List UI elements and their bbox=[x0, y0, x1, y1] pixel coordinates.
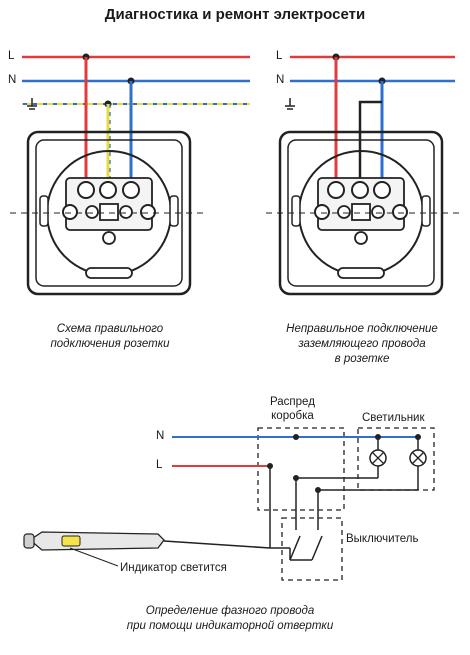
indicator-label: Индикатор светится bbox=[120, 562, 227, 574]
circuit-neutral-label: N bbox=[156, 430, 165, 442]
lamp-icon bbox=[409, 449, 427, 467]
left-caption: Схема правильного подключения розетки bbox=[50, 323, 170, 350]
circuit-phase-label: L bbox=[156, 459, 163, 471]
neutral-label: N bbox=[8, 74, 17, 86]
left-socket-diagram bbox=[10, 53, 250, 296]
page-title: Диагностика и ремонт электросети bbox=[104, 6, 366, 23]
lamp-label: Светильник bbox=[362, 412, 425, 424]
junction-box-label: Распред коробка bbox=[270, 396, 315, 422]
switch-box bbox=[281, 517, 343, 581]
circuit-diagram bbox=[23, 427, 435, 581]
junction-box bbox=[257, 427, 345, 511]
phase-label: L bbox=[8, 50, 15, 62]
phase-label: L bbox=[276, 50, 283, 62]
circuit-caption: Определение фазного провода при помощи и… bbox=[126, 605, 334, 632]
neutral-label: N bbox=[276, 74, 285, 86]
earth-ground-icon bbox=[27, 98, 37, 110]
switch-label: Выключитель bbox=[346, 533, 419, 545]
indicator-screwdriver-icon bbox=[23, 531, 271, 567]
earth-ground-icon bbox=[285, 98, 295, 110]
right-caption: Неправильное подключение заземляющего пр… bbox=[286, 323, 438, 365]
right-socket-diagram bbox=[266, 53, 462, 296]
lamp-icon bbox=[369, 449, 387, 467]
